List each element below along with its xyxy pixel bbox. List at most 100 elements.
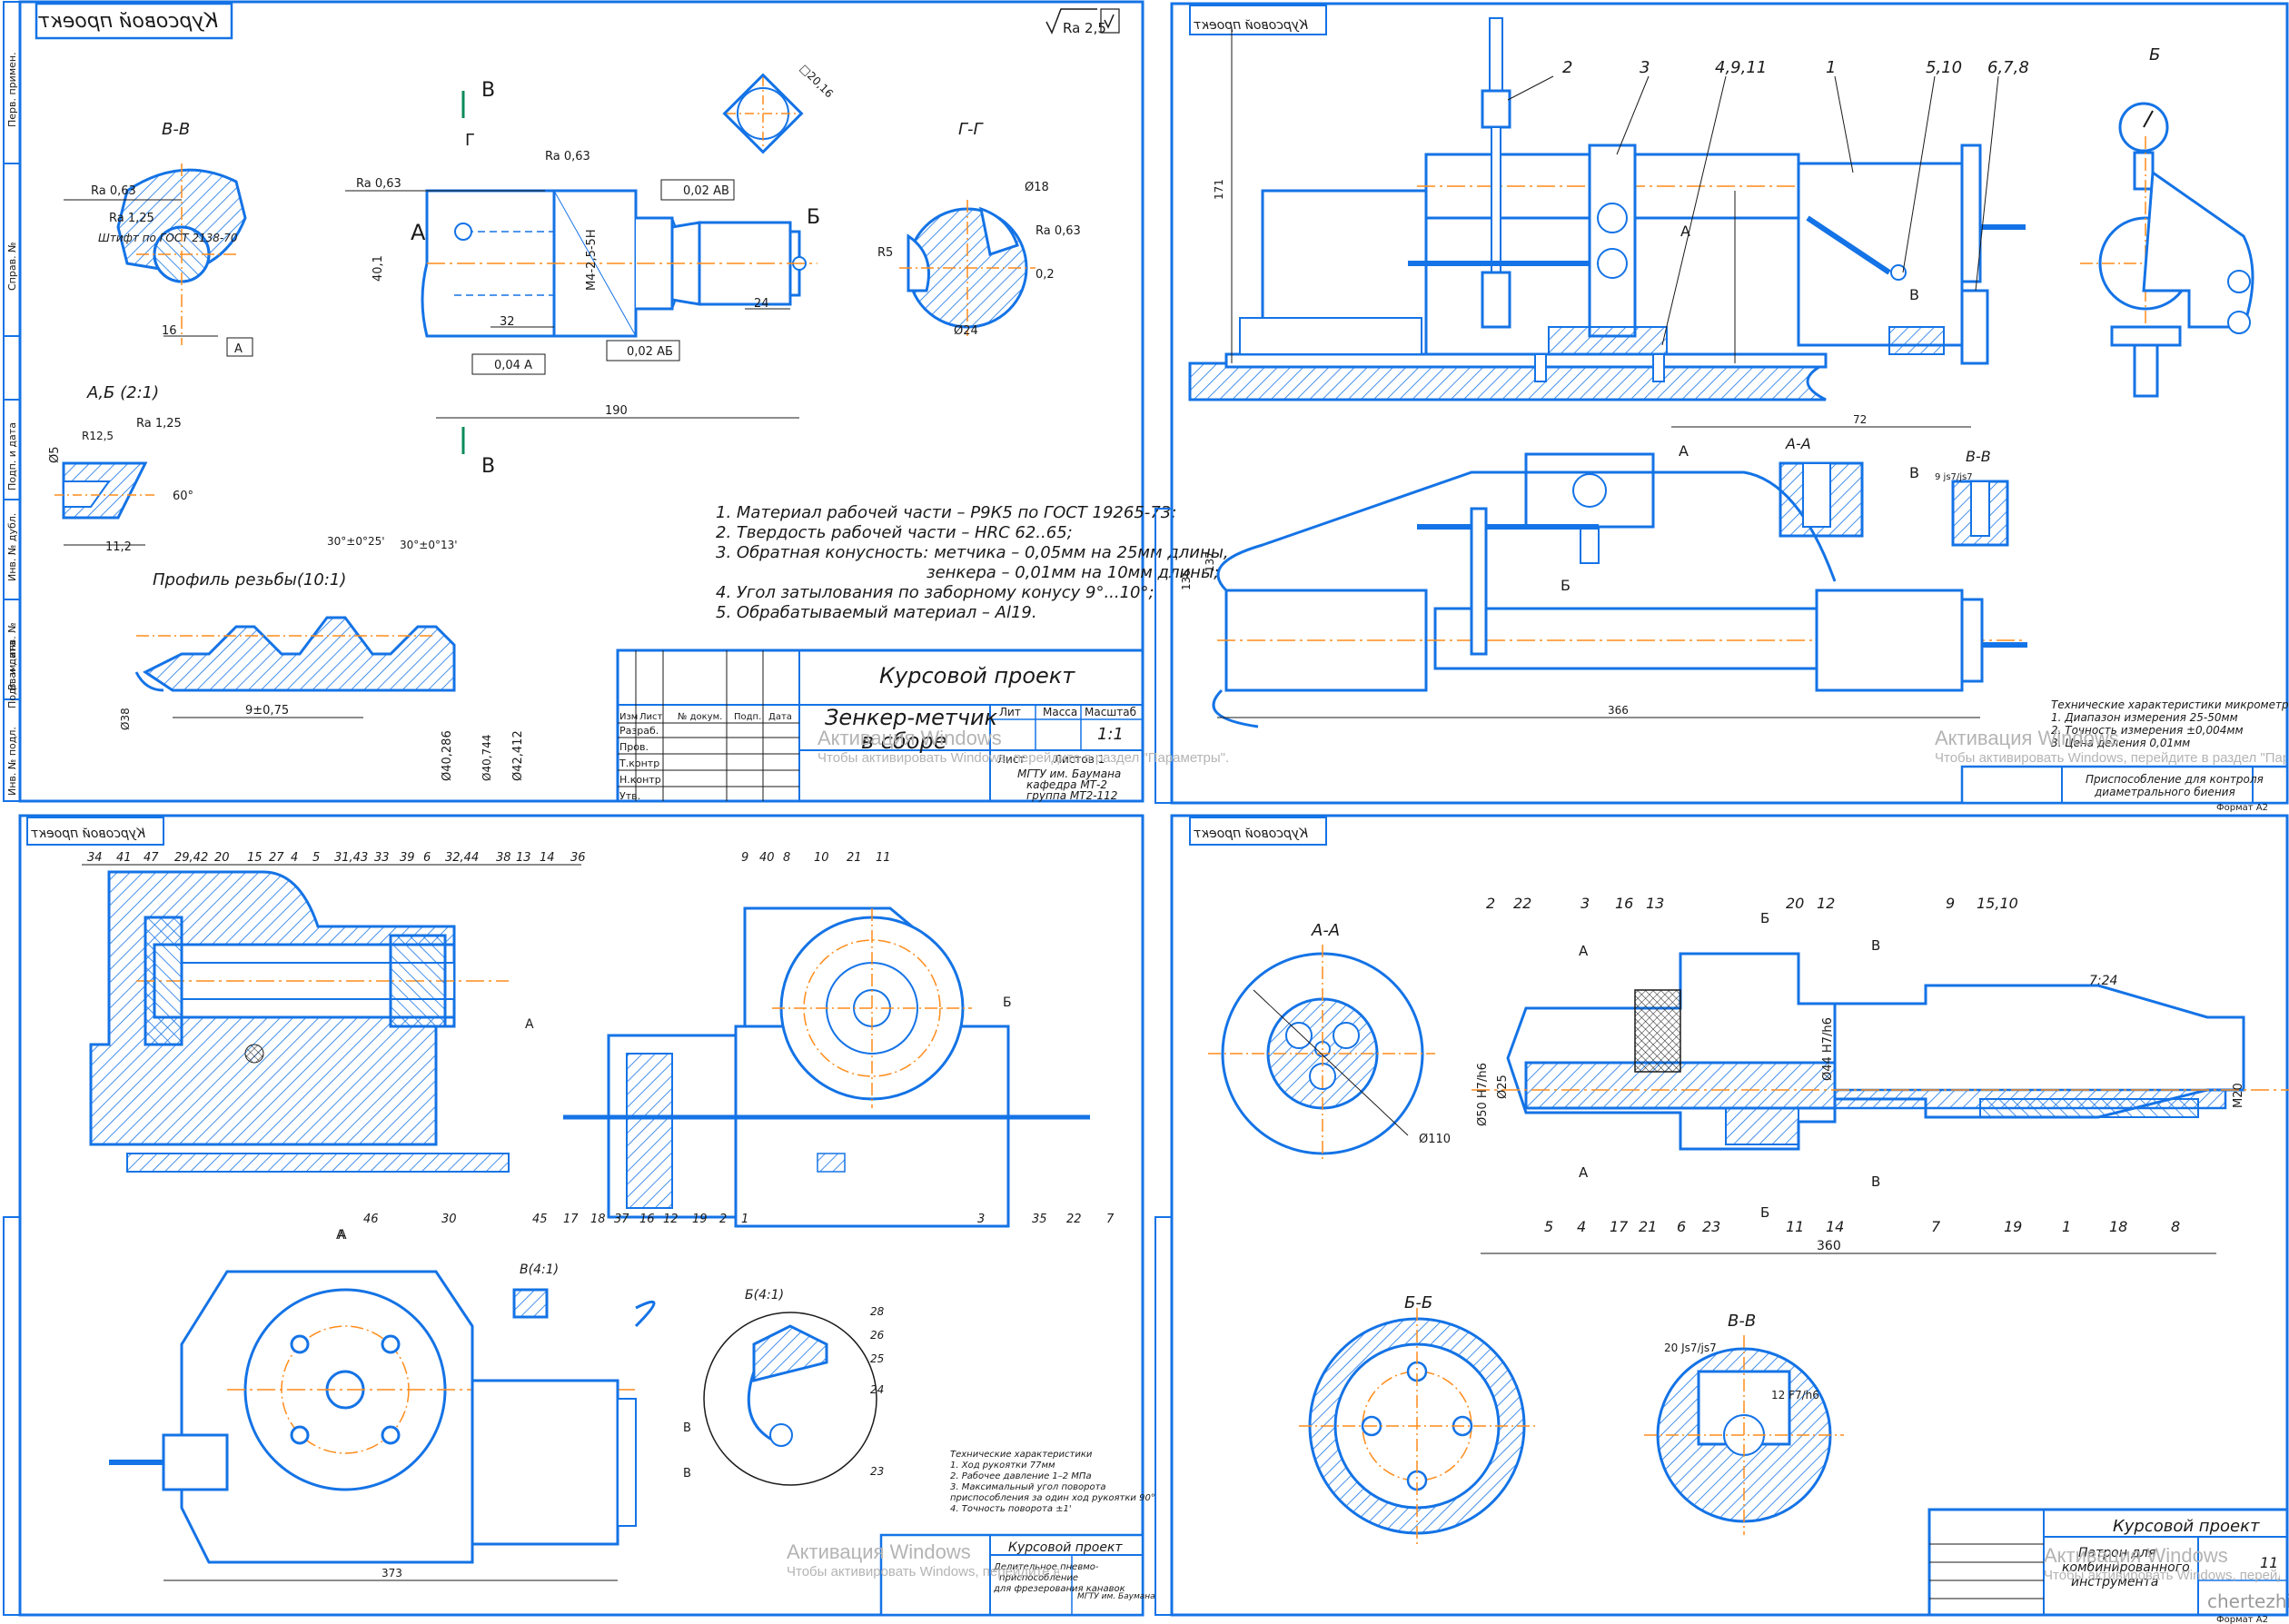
chuck-section-aa: А-А Ø110 bbox=[1208, 921, 1451, 1163]
view-label: А-А bbox=[1311, 921, 1340, 940]
tb-role: Н.контр bbox=[619, 774, 661, 786]
activation-watermark: Активация Windows Чтобы активировать Win… bbox=[1935, 727, 2285, 766]
balloon: 6 bbox=[1677, 1218, 1686, 1235]
svg-text:Ra 0,63: Ra 0,63 bbox=[545, 150, 590, 163]
balloon: 45 bbox=[532, 1213, 548, 1226]
site-watermark: chertezhi.ru bbox=[2207, 1590, 2289, 1612]
note: 3. Цена деления 0,01мм bbox=[2051, 737, 2190, 749]
section-gg-title: Г-Г bbox=[958, 120, 985, 139]
dim: Ø24 bbox=[954, 324, 978, 338]
tb-title: в сборе bbox=[861, 728, 946, 754]
project-stamp-text: Курсовой проект bbox=[1194, 18, 1308, 33]
sheet-3-right-balloons: 9 40 8 10 21 11 bbox=[741, 851, 891, 865]
svg-text:Ra 0,63: Ra 0,63 bbox=[1036, 224, 1081, 238]
indexing-fixture-side bbox=[563, 906, 1090, 1228]
view-label: В-В bbox=[1728, 1312, 1756, 1331]
tb-project: Курсовой проект bbox=[879, 663, 1075, 688]
view-label: В-В bbox=[1966, 448, 1991, 465]
balloon: 40 bbox=[759, 851, 775, 865]
balloon: 16 bbox=[639, 1213, 655, 1226]
view-label: А bbox=[1679, 442, 1689, 460]
tb-org: МГТУ им. Баумана bbox=[1077, 1592, 1155, 1601]
balloon: 6,7,8 bbox=[1987, 58, 2029, 77]
sheet-1: Перв. примен. Справ. № Подп. и дата Инв.… bbox=[3, 0, 1229, 803]
dim: 40,1 bbox=[372, 255, 385, 282]
activation-watermark: Активация Windows Чтобы активировать Win… bbox=[787, 1540, 1059, 1579]
note: 4. Точность поворота ±1' bbox=[950, 1504, 1072, 1514]
balloon: 31,43 bbox=[334, 851, 368, 865]
view-label: А bbox=[338, 1228, 347, 1243]
sheet-2-border bbox=[1170, 2, 2289, 805]
tb-sheets: Листов 1 bbox=[1054, 753, 1105, 766]
note: 5. Обрабатываемый материал – Al19. bbox=[716, 603, 1037, 622]
fixture-front-view: 2 3 4,9,11 1 5,10 6,7,8 А А В В 171 72 bbox=[1188, 17, 2029, 481]
balloon: 25 bbox=[870, 1352, 884, 1365]
side-label: Справ. № bbox=[6, 242, 18, 291]
side-label: Взам. инв. № bbox=[6, 622, 18, 690]
svg-text:Ø5: Ø5 bbox=[48, 446, 62, 463]
cut-label: В bbox=[481, 79, 495, 102]
dim: Штифт по ГОСТ 2138-70 bbox=[98, 232, 238, 244]
sheet-3-titleblock: Курсовой проект Делительное пневмо- прис… bbox=[879, 1533, 1155, 1617]
view-label: Б bbox=[1003, 995, 1012, 1010]
side-label: Перв. примен. bbox=[6, 52, 18, 127]
tb-title: инструмента bbox=[2071, 1575, 2158, 1589]
dim: 20 Js7/js7 bbox=[1664, 1342, 1717, 1354]
tb-col: Масштаб bbox=[1085, 706, 1136, 718]
tb-project: Курсовой проект bbox=[1008, 1540, 1123, 1555]
dim: М4-2,5-5Н bbox=[585, 229, 599, 291]
tb-project: Курсовой проект bbox=[2113, 1517, 2260, 1536]
tb-title: диаметрального биения bbox=[2094, 786, 2235, 798]
balloon: 1 bbox=[741, 1213, 748, 1226]
note: 1. Ход рукоятки 77мм bbox=[950, 1461, 1055, 1471]
balloon: 1 bbox=[2062, 1218, 2071, 1235]
tb-scale: 1:1 bbox=[1097, 725, 1124, 744]
cut-label: Г bbox=[465, 131, 475, 150]
balloon: 2 bbox=[1486, 895, 1495, 912]
tb-org: кафедра МТ-2 bbox=[1026, 778, 1107, 791]
side-label: Подп. и дата bbox=[6, 422, 18, 490]
dim: Ø50 H7/h6 bbox=[1476, 1063, 1490, 1126]
dim: 136 bbox=[1180, 569, 1193, 590]
balloon: 32,44 bbox=[445, 851, 479, 865]
balloon: 38 bbox=[496, 851, 511, 865]
project-stamp-text: Курсовой проект bbox=[37, 10, 218, 33]
balloon: 12 bbox=[1817, 895, 1835, 912]
svg-text:30°±0°13': 30°±0°13' bbox=[400, 539, 458, 551]
side-label: Подп. и дата bbox=[6, 640, 18, 708]
view-label: Б bbox=[1760, 1204, 1769, 1221]
note: 2. Рабочее давление 1–2 МПа bbox=[950, 1471, 1092, 1481]
view-label: А-А bbox=[1785, 435, 1811, 452]
sheet-2-notes: Технические характеристики микрометра 1.… bbox=[2051, 698, 2289, 749]
dim: 137 bbox=[1204, 551, 1216, 572]
activation-watermark: Активация Windows Чтобы активировать Win… bbox=[818, 727, 1229, 766]
view-label: А bbox=[1680, 223, 1690, 240]
view-label: Б bbox=[1760, 910, 1769, 926]
tb-scale: 11 bbox=[2260, 1554, 2278, 1571]
balloon: 5,10 bbox=[1926, 58, 1962, 77]
balloon: 4 bbox=[1577, 1218, 1586, 1235]
dim: Ø110 bbox=[1419, 1133, 1451, 1146]
balloon: 8 bbox=[2171, 1218, 2180, 1235]
tb-role: Разраб. bbox=[619, 725, 659, 737]
sheet-1-notes: 1. Материал рабочей части – Р9К5 по ГОСТ… bbox=[716, 503, 1229, 622]
detail-ab-title: А,Б (2:1) bbox=[86, 383, 159, 402]
side-label: Инв. № подл. bbox=[6, 727, 18, 796]
roughness-symbol: Ra 2,5 bbox=[1045, 8, 1120, 36]
svg-text:0,2: 0,2 bbox=[1036, 268, 1055, 282]
indicator-view-b: Б bbox=[2080, 45, 2254, 398]
note: 4. Угол затылования по заборному конусу … bbox=[716, 583, 1154, 602]
balloon: 6 bbox=[423, 851, 431, 865]
view-label: В bbox=[1871, 1173, 1880, 1190]
svg-text:А: А bbox=[234, 342, 243, 356]
project-stamp bbox=[35, 2, 233, 40]
sheet-2-titleblock: Приспособление для контроля диаметрально… bbox=[1960, 765, 2289, 813]
main-tool-view: В В Г А Б 190 32 bbox=[345, 79, 820, 478]
balloon: 23 bbox=[1702, 1218, 1720, 1235]
balloon: 14 bbox=[540, 851, 555, 865]
dim: Ra 0,63 bbox=[91, 184, 136, 198]
view-label: А bbox=[1579, 943, 1589, 959]
balloon: 35 bbox=[1032, 1213, 1047, 1226]
dim: 24 bbox=[754, 297, 769, 311]
